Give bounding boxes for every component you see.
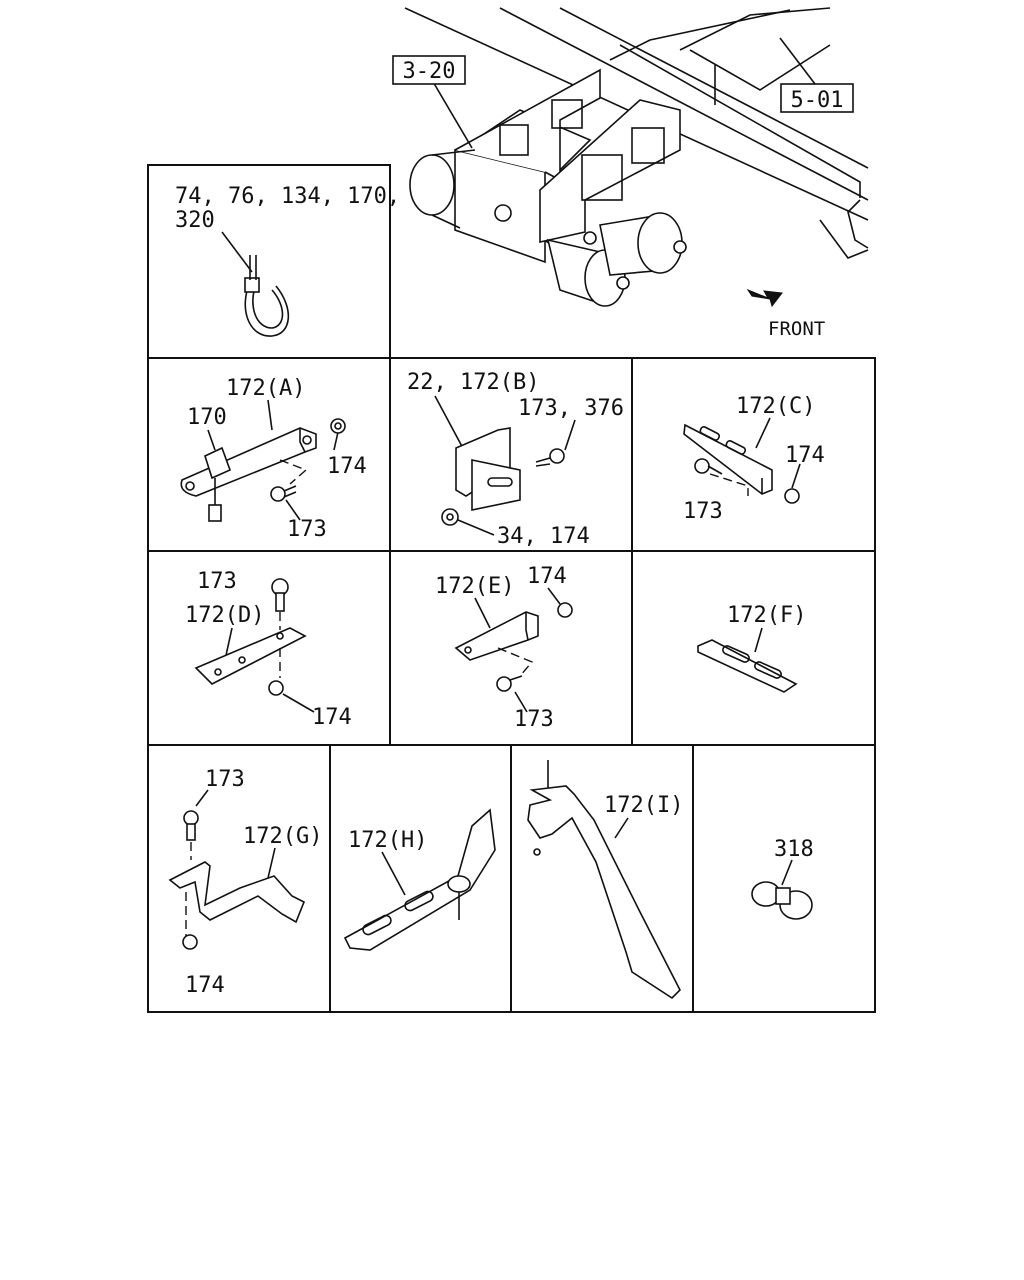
air-tank-right — [494, 204, 687, 276]
ref-box-5-01[interactable]: 5-01 — [780, 83, 854, 113]
cell-318: 318 — [751, 837, 814, 920]
tie-label-line1: 74, 76, 134, 170, — [175, 184, 400, 209]
cell-g-bolt-label: 173 — [205, 767, 245, 792]
cell-172i: 172(I) — [527, 760, 683, 1000]
cell-c-bolt-label: 173 — [683, 499, 723, 524]
bracket-172f-icon — [697, 639, 798, 693]
cell-c-nut-label: 174 — [785, 443, 825, 468]
clip-170-icon — [204, 446, 232, 522]
cell-a-clip-label: 170 — [187, 405, 227, 430]
cell-b-nut-label: 34, 174 — [497, 524, 590, 549]
bracket-172c-icon — [683, 423, 773, 495]
nut-34-174-icon — [441, 508, 459, 526]
cell-b-bracket-label: 22, 172(B) — [407, 370, 539, 395]
cell-172c: 172(C) 174 173 — [683, 394, 825, 524]
cell-172e: 172(E) 174 173 — [435, 564, 573, 732]
ref-5-01-label: 5-01 — [791, 88, 844, 113]
front-label: FRONT — [768, 318, 825, 340]
cell-g-bracket-label: 172(G) — [243, 824, 322, 849]
bolt-173e-icon — [496, 675, 523, 692]
cell-318-label: 318 — [774, 837, 814, 862]
tie-label-line2: 320 — [175, 208, 215, 233]
cell-i-bracket-label: 172(I) — [604, 793, 683, 818]
bracket-172i-icon — [527, 760, 681, 1000]
cell-c-bracket-label: 172(C) — [736, 394, 815, 419]
bolt-173-376-icon — [535, 448, 565, 467]
front-arrow-icon — [746, 288, 783, 308]
cell-172d: 173 172(D) 174 — [185, 569, 352, 730]
bolt-173d-icon — [271, 578, 289, 612]
bolt-173c-icon — [694, 458, 723, 475]
cell-172a: 172(A) 170 174 173 — [180, 376, 367, 542]
cell-a-bolt-label: 173 — [287, 517, 327, 542]
bolt-173-icon — [270, 485, 297, 502]
nut-174e-icon — [557, 602, 573, 618]
cell-172b: 22, 172(B) 173, 376 34, 174 — [407, 370, 624, 549]
cell-e-nut-label: 174 — [527, 564, 567, 589]
nut-174g-icon — [182, 934, 198, 950]
bracket-172e-icon — [454, 611, 539, 661]
cell-h-bracket-label: 172(H) — [348, 828, 427, 853]
clip-318-icon — [751, 881, 813, 920]
bracket-172d-icon — [194, 627, 307, 685]
cell-172f: 172(F) — [697, 603, 806, 693]
cell-e-bracket-label: 172(E) — [435, 574, 514, 599]
cable-tie-icon — [244, 255, 290, 337]
bracket-172g-icon — [168, 861, 306, 924]
cell-b-bolt-label: 173, 376 — [518, 396, 624, 421]
overview-assembly: 3-20 5-01 FRONT — [392, 7, 869, 340]
cell-cable-tie: 74, 76, 134, 170, 320 — [175, 184, 400, 337]
detail-grid — [147, 164, 876, 1013]
cell-172h: 172(H) — [343, 808, 496, 951]
air-tank-left — [409, 149, 476, 229]
bracket-172h-icon — [343, 808, 496, 951]
cell-172g: 173 172(G) 174 — [168, 767, 322, 998]
ref-3-20-label: 3-20 — [403, 59, 456, 84]
cell-f-bracket-label: 172(F) — [727, 603, 806, 628]
cell-d-bracket-label: 172(D) — [185, 603, 264, 628]
ref-box-3-20[interactable]: 3-20 — [392, 55, 466, 85]
cell-e-bolt-label: 173 — [514, 707, 554, 732]
cell-d-bolt-label: 173 — [197, 569, 237, 594]
cell-a-nut-label: 174 — [327, 454, 367, 479]
nut-174-icon — [330, 418, 346, 434]
cell-d-nut-label: 174 — [312, 705, 352, 730]
nut-174d-icon — [268, 680, 284, 696]
bracket-172b-icon — [455, 427, 521, 511]
nut-174c-icon — [784, 488, 800, 504]
cell-g-nut-label: 174 — [185, 973, 225, 998]
bolt-173g-icon — [183, 810, 199, 841]
cell-a-bracket-label: 172(A) — [226, 376, 305, 401]
